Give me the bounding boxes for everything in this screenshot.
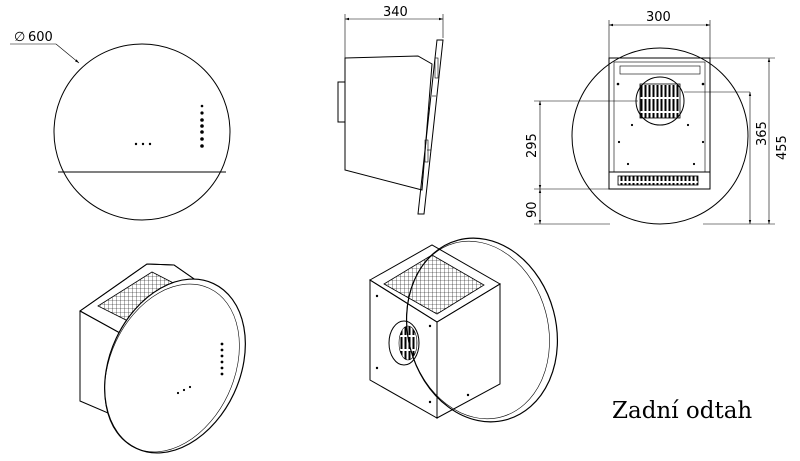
rear-width-value: 300 (646, 10, 671, 25)
iso-rear-side-face (436, 283, 501, 419)
iso-view-rear (369, 237, 559, 423)
drawing-caption: Zadní odtah (612, 398, 752, 424)
rear-box-outline (608, 57, 711, 190)
bottom-offset-value: 90 (525, 201, 540, 218)
diameter-leader-arrow (55, 43, 80, 64)
iso-rear-top-grille (383, 254, 485, 315)
front-panel-outline (53, 43, 231, 221)
rear-panel-outline (571, 47, 749, 225)
side-bracket-top (434, 57, 439, 79)
side-bracket-bottom (424, 139, 429, 163)
front-indicator-dots (134, 142, 152, 146)
outlet-height-value: 295 (525, 133, 540, 158)
iso-rear-outlet (388, 320, 420, 366)
side-depth-value: 340 (383, 5, 408, 20)
diameter-value: 600 (28, 30, 53, 45)
iso-front-glass-panel (104, 278, 246, 454)
front-view: ∅ 600 (10, 30, 231, 221)
side-rear-duct (337, 81, 346, 123)
rear-outlet-grille (639, 83, 681, 119)
iso-front-leds (176, 342, 224, 395)
iso-view-front (79, 263, 246, 454)
rear-bottom-grille (617, 175, 699, 186)
side-view: 340 (337, 5, 444, 215)
side-front-glass (417, 39, 444, 215)
diameter-symbol: ∅ (14, 30, 25, 45)
rear-top-bracket (619, 65, 701, 75)
rear-total-height-value: 455 (775, 135, 790, 160)
touch-control-leds (200, 104, 204, 148)
side-body-outline (344, 55, 433, 191)
rear-screws (616, 82, 705, 166)
rear-upper-height-value: 365 (755, 121, 770, 146)
rear-view: 300 455 365 295 90 (525, 10, 790, 225)
